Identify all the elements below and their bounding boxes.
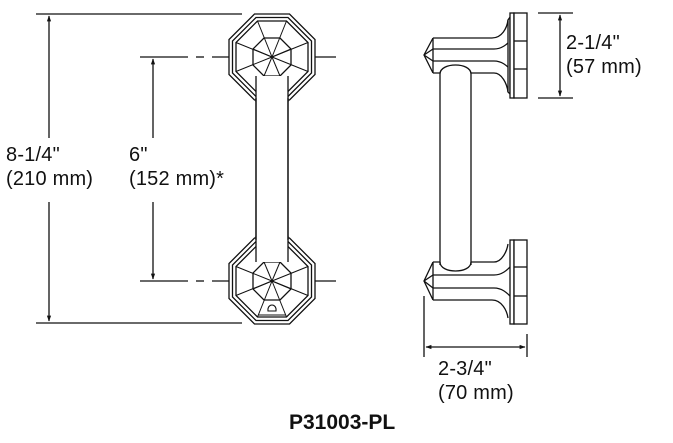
center-to-center-imperial: 6" [129, 144, 148, 166]
set-screw-icon [267, 304, 277, 312]
mount-height-metric: (57 mm) [566, 56, 642, 78]
top-mount [423, 12, 528, 99]
bottom-octagon-post [228, 236, 316, 325]
mount-height-imperial: 2-1/4" [566, 32, 620, 54]
overall-height-label: 8-1/4" (210 mm) [6, 143, 93, 191]
bottom-mount [423, 239, 528, 325]
top-octagon-post [228, 13, 316, 102]
center-to-center-label: 6" (152 mm)* [129, 143, 224, 191]
front-view [36, 13, 336, 325]
projection-label: 2-3/4" (70 mm) [438, 357, 514, 405]
center-to-center-metric: (152 mm)* [129, 168, 225, 190]
mount-height-label: 2-1/4" (57 mm) [566, 31, 642, 79]
grab-bar-side [439, 74, 472, 265]
model-number: P31003-PL [289, 411, 396, 434]
side-view [423, 12, 573, 357]
projection-imperial: 2-3/4" [438, 358, 492, 380]
overall-height-imperial: 8-1/4" [6, 144, 60, 166]
projection-metric: (70 mm) [438, 382, 514, 404]
grab-bar-front [255, 90, 289, 248]
overall-height-metric: (210 mm) [6, 168, 94, 190]
